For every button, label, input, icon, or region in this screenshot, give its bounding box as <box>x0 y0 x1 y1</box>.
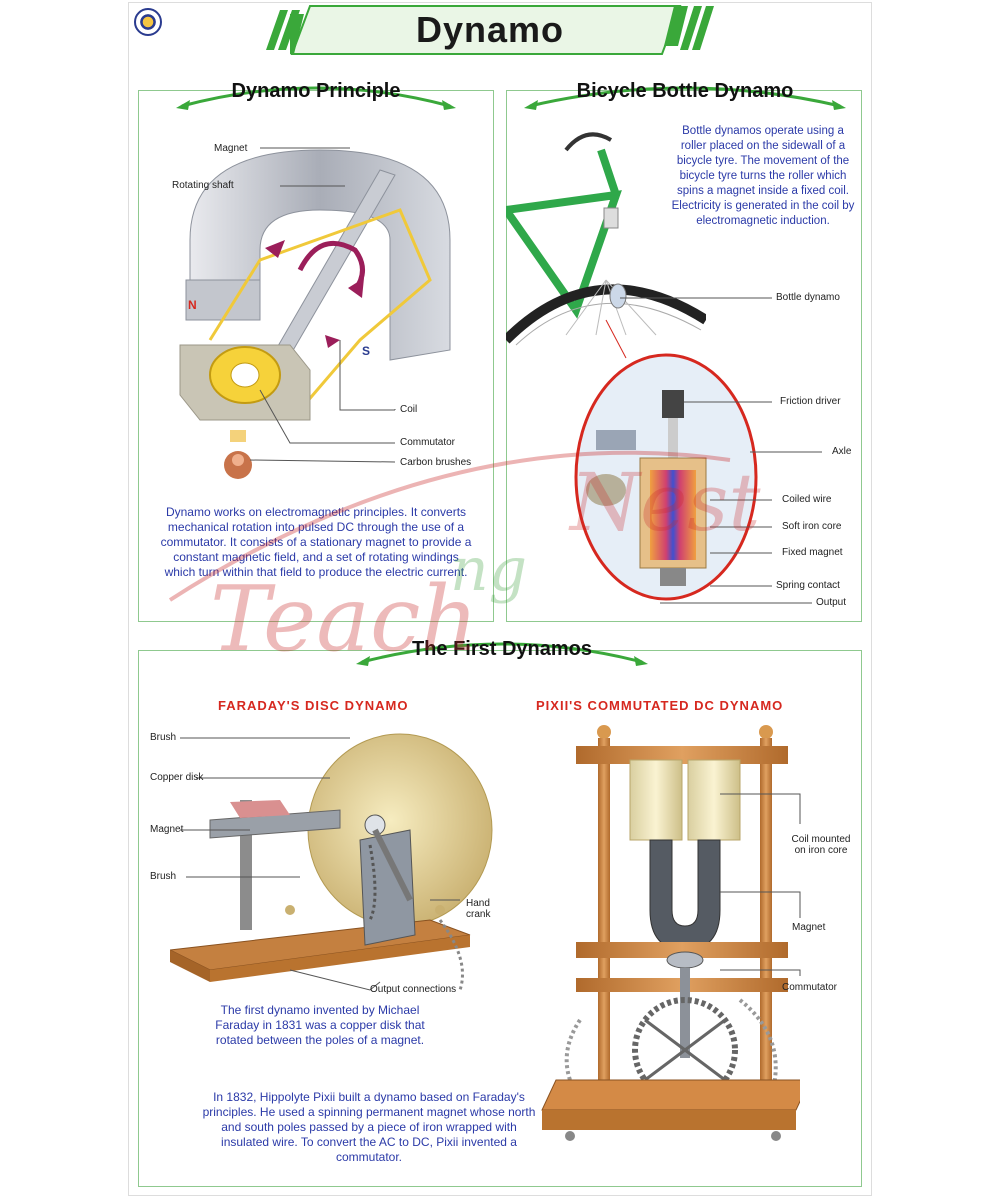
coil-mounted-label: Coil mounted on iron core <box>791 834 851 856</box>
svg-text:Teach: Teach <box>210 567 478 672</box>
south-pole-label: S <box>362 344 371 358</box>
faraday-brush-top-label: Brush <box>150 732 177 743</box>
principle-panel <box>138 90 494 622</box>
rotating-shaft-label: Rotating shaft <box>172 180 234 191</box>
teaching-watermark: Teach ng Nest <box>168 450 761 672</box>
north-pole-label: N <box>188 298 197 312</box>
pixii-magnet-label: Magnet <box>792 922 826 933</box>
bicycle-panel <box>506 90 862 622</box>
principle-leader-lines <box>249 147 396 463</box>
faraday-magnet-label: Magnet <box>150 824 184 835</box>
principle-title-arc <box>176 86 456 110</box>
axle-label: Axle <box>832 446 852 457</box>
magnet-label: Magnet <box>214 143 248 154</box>
fixed-magnet-label: Fixed magnet <box>782 547 843 558</box>
page-title: Dynamo <box>415 9 565 50</box>
title-stripes-right <box>680 6 714 50</box>
pixii-commutator-label: Commutator <box>782 982 838 993</box>
bicycle-illustration <box>506 132 706 346</box>
principle-paragraph: Dynamo works on electromagnetic principl… <box>160 505 472 579</box>
pixii-paragraph: In 1832, Hippolyte Pixii built a dynamo … <box>202 1090 536 1164</box>
output-connections-label: Output connections <box>370 984 457 995</box>
svg-text:ng: ng <box>450 535 527 605</box>
bicycle-paragraph: Bottle dynamos operate using a roller pl… <box>671 125 855 227</box>
pixii-dynamo-illustration <box>541 725 800 1141</box>
coiled-wire-label: Coiled wire <box>782 494 832 505</box>
first-dynamos-title-arc <box>356 642 648 666</box>
publisher-logo-icon <box>134 8 162 36</box>
faraday-paragraph: The first dynamo invented by Michael Far… <box>215 1003 425 1047</box>
svg-text:Nest: Nest <box>568 456 761 549</box>
principle-title: Dynamo Principle <box>231 80 401 102</box>
bicycle-title-arc <box>524 86 846 110</box>
dynamo-principle-illustration <box>179 149 451 479</box>
pixii-title: PIXII'S COMMUTATED DC DYNAMO <box>536 698 784 713</box>
faraday-disc-illustration <box>170 733 493 991</box>
faraday-title: FARADAY'S DISC DYNAMO <box>218 698 409 713</box>
spring-contact-label: Spring contact <box>776 580 840 591</box>
carbon-brushes-label: Carbon brushes <box>400 457 472 468</box>
bottle-dynamo-cutaway <box>574 319 758 601</box>
hand-crank-label: Hand crank <box>466 898 491 920</box>
coil-label: Coil <box>400 404 418 415</box>
footer-strip <box>130 1192 870 1200</box>
title-stripes-left <box>266 10 300 50</box>
copper-disk-label: Copper disk <box>150 772 204 783</box>
title-banner <box>290 5 688 55</box>
soft-iron-core-label: Soft iron core <box>782 521 842 532</box>
bicycle-leader-lines <box>620 297 822 604</box>
bicycle-title: Bicycle Bottle Dynamo <box>576 80 794 102</box>
commutator-label: Commutator <box>400 437 456 448</box>
first-dynamos-title: The First Dynamos <box>411 638 593 660</box>
faraday-brush-bottom-label: Brush <box>150 871 177 882</box>
friction-driver-label: Friction driver <box>780 396 841 407</box>
first-dynamos-panel <box>138 650 862 1187</box>
pixii-leader-lines <box>720 793 801 976</box>
output-label: Output <box>816 597 847 608</box>
faraday-leader-lines <box>180 737 460 991</box>
bottle-dynamo-label: Bottle dynamo <box>776 292 840 303</box>
